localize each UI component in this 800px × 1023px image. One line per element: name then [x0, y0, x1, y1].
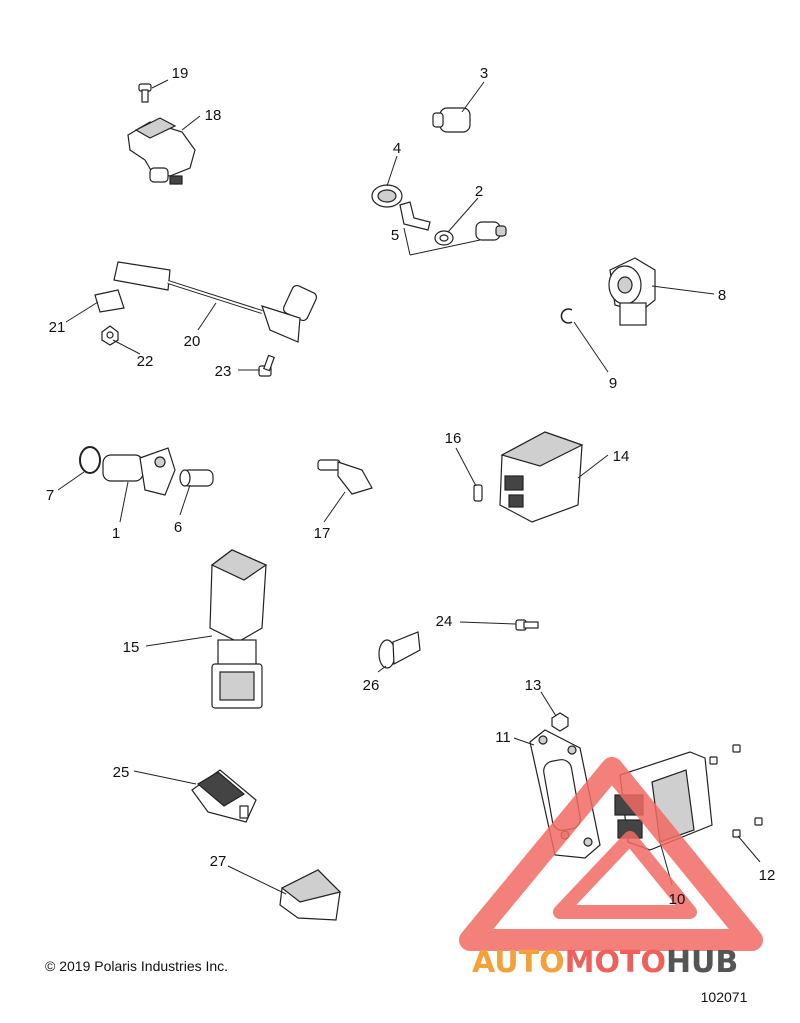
leader-5b: [409, 239, 481, 256]
part-17-temp-sensor: [317, 459, 373, 495]
callout-1: 1: [112, 525, 120, 542]
part-6-pin: [179, 469, 214, 487]
part-15-relay-module: [209, 549, 268, 709]
leader-15: [145, 635, 213, 647]
leader-22: [112, 339, 141, 355]
part-23-bolt: [258, 354, 275, 377]
leader-27: [227, 865, 287, 895]
part-2-washer: [434, 230, 454, 246]
callout-23: 23: [215, 363, 232, 380]
callout-7: 7: [46, 487, 54, 504]
watermark-triangle-outer: [459, 757, 763, 951]
part-1-cam-sensor: [102, 447, 176, 496]
part-8-knock-sensor: [608, 257, 656, 326]
part-25-switch: [191, 769, 257, 823]
callout-18: 18: [205, 107, 222, 124]
copyright-text: © 2019 Polaris Industries Inc.: [45, 958, 228, 974]
part-26-push-rivet: [378, 631, 421, 669]
leader-12: [737, 835, 761, 863]
part-20-speed-sensor: [113, 261, 318, 343]
part-18-map-sensor: [127, 117, 196, 185]
callout-labels: 1 2 3 4 5 6 7 8 9 10 11 12 13 14 15 16 1…: [46, 65, 776, 908]
part-27-cover: [279, 869, 342, 921]
callout-26: 26: [363, 677, 380, 694]
callout-15: 15: [123, 639, 140, 656]
callout-25: 25: [113, 764, 130, 781]
callout-21: 21: [49, 319, 66, 336]
part-16-screw: [473, 484, 483, 502]
leader-17: [323, 491, 346, 523]
leader-21: [65, 301, 99, 323]
leader-9: [573, 321, 609, 373]
leader-25: [133, 770, 197, 785]
part-13-nut: [551, 712, 569, 732]
part-7-o-ring: [79, 446, 101, 474]
part-9-clip-ring: [560, 308, 573, 324]
watermark-part-moto: MOTO: [565, 945, 666, 980]
callout-20: 20: [184, 333, 201, 350]
watermark-part-hub: HUB: [666, 945, 738, 980]
leader-lines: [57, 79, 761, 895]
part-24-screw: [515, 619, 539, 631]
callout-22: 22: [137, 353, 154, 370]
leader-11: [513, 737, 535, 746]
callout-2: 2: [475, 183, 483, 200]
callout-9: 9: [609, 375, 617, 392]
leader-24: [459, 621, 517, 625]
callout-11: 11: [495, 729, 511, 746]
part-4-plug: [371, 184, 403, 208]
callout-13: 13: [525, 677, 542, 694]
callout-14: 14: [613, 448, 630, 465]
callout-24: 24: [436, 613, 453, 630]
part-21-clamp: [94, 289, 125, 313]
watermark-triangle-inner: [553, 831, 697, 919]
leader-2: [447, 197, 479, 233]
leader-7: [57, 471, 85, 491]
leader-14: [577, 454, 609, 479]
leader-6: [179, 484, 191, 516]
part-12-screws: [709, 744, 763, 838]
callout-27: 27: [210, 853, 227, 870]
callout-8: 8: [718, 287, 726, 304]
leader-1: [119, 481, 129, 523]
watermark-text: AUTOMOTOHUB: [472, 945, 738, 980]
leader-3: [461, 81, 485, 113]
leader-18: [181, 115, 201, 131]
part-22-nut: [101, 325, 119, 346]
watermark-part-auto: AUTO: [472, 945, 565, 980]
callout-3: 3: [480, 65, 488, 82]
leader-8: [651, 285, 715, 295]
part-5-clip-and-sensor: [399, 201, 507, 241]
callout-4: 4: [393, 140, 401, 157]
leader-26: [377, 665, 387, 673]
leader-13: [540, 691, 557, 717]
figure-id: 102071: [701, 989, 748, 1005]
callout-5: 5: [391, 227, 399, 244]
part-3-sensor-cap: [432, 107, 471, 133]
leader-19: [151, 79, 169, 89]
callout-19: 19: [172, 65, 189, 82]
callout-6: 6: [174, 519, 182, 536]
leader-20: [197, 302, 217, 331]
callout-10: 10: [669, 891, 686, 908]
callout-16: 16: [445, 430, 462, 447]
part-11-bracket: [529, 729, 601, 859]
leader-16: [455, 447, 477, 487]
callout-12: 12: [759, 867, 776, 884]
leader-4: [386, 155, 398, 187]
part-14-module: [499, 431, 584, 523]
watermark-logo: [459, 757, 763, 951]
leader-5a: [403, 227, 411, 256]
part-19-bolt: [138, 83, 152, 103]
callout-17: 17: [314, 525, 331, 542]
